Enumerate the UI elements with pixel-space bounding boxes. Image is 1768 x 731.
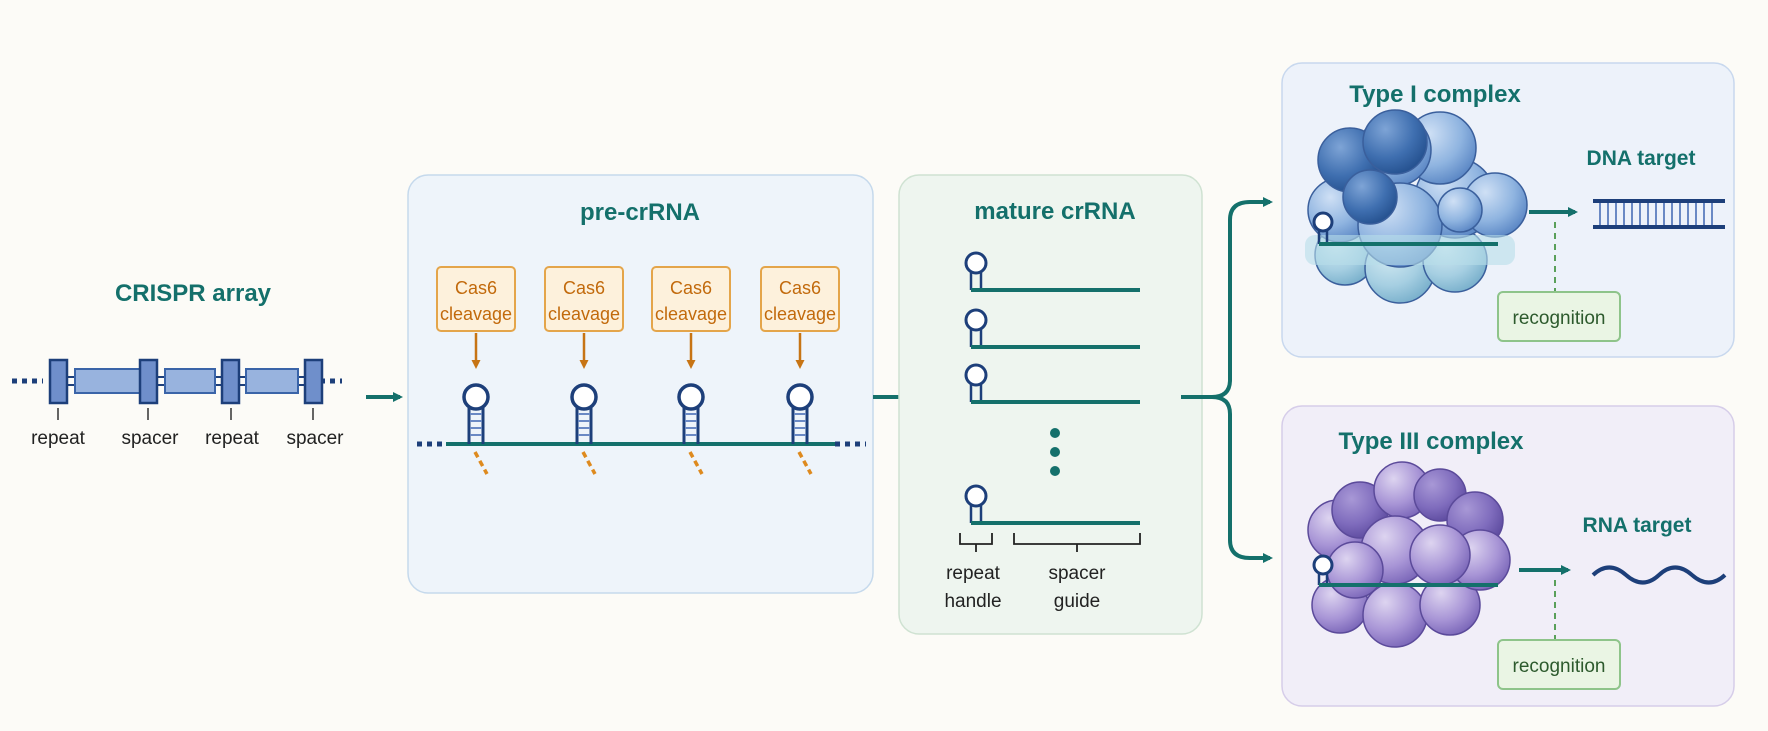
cas6-label: Cas6 cleavage <box>760 266 840 369</box>
dna-double-helix-icon <box>1593 199 1725 229</box>
type3-panel: Type III complex RNA target recognition <box>1281 405 1735 707</box>
cleavage-site <box>473 451 489 475</box>
repeat-handle-label: handle <box>944 591 1001 612</box>
svg-text:Cas6: Cas6 <box>670 278 712 298</box>
mature-crrna-panel: mature crRNA <box>898 174 1203 635</box>
spacer-guide-label: guide <box>1054 591 1101 612</box>
type3-title: Type III complex <box>1339 428 1525 455</box>
svg-text:Cas6: Cas6 <box>779 278 821 298</box>
array-label: spacer <box>121 428 179 449</box>
cleavage-site <box>797 451 813 475</box>
array-spacer-block <box>164 368 216 394</box>
hairpin <box>462 383 490 475</box>
ellipsis-dots <box>1050 428 1060 476</box>
hairpin <box>677 383 705 475</box>
repeat-handle-label: repeat <box>946 563 1001 584</box>
type1-panel: Type I complex DNA target <box>1281 62 1735 358</box>
type1-recognition-box <box>1497 291 1621 342</box>
pre-crrna-title: pre-crRNA <box>580 199 700 226</box>
cas6-label: Cas6 cleavage <box>651 266 731 369</box>
array-repeat-block <box>220 358 241 405</box>
mature-crrna-molecule <box>964 251 1140 292</box>
type1-target-label: DNA target <box>1587 147 1696 170</box>
array-repeat-block <box>48 358 69 405</box>
cleavage-site <box>688 451 704 475</box>
type3-target-label: RNA target <box>1583 514 1692 537</box>
array-label: repeat <box>205 428 260 449</box>
mature-crrna-molecule <box>964 308 1140 349</box>
hairpin <box>786 383 814 475</box>
svg-text:cleavage: cleavage <box>548 304 620 324</box>
svg-text:cleavage: cleavage <box>440 304 512 324</box>
mature-crrna-molecule <box>964 363 1140 404</box>
svg-text:cleavage: cleavage <box>764 304 836 324</box>
array-repeat-block <box>303 358 324 405</box>
array-spacer-block <box>245 368 299 394</box>
spacer-guide-label: spacer <box>1048 563 1106 584</box>
cleavage-site <box>581 451 597 475</box>
svg-text:Cas6: Cas6 <box>563 278 605 298</box>
rna-strand-icon <box>1591 565 1727 585</box>
array-label: repeat <box>31 428 86 449</box>
crispr-array-group: CRISPR array repeat spacer repeat spacer <box>12 280 344 449</box>
type1-title: Type I complex <box>1349 81 1521 108</box>
type1-recognition-label: recognition <box>1513 308 1606 329</box>
svg-text:cleavage: cleavage <box>655 304 727 324</box>
array-spacer-block <box>74 368 142 394</box>
cas6-label: Cas6 cleavage <box>544 266 624 369</box>
type3-recognition-box <box>1497 639 1621 690</box>
hairpin <box>570 383 598 475</box>
cas6-label: Cas6 cleavage <box>436 266 516 369</box>
mature-crrna-molecule <box>964 484 1140 525</box>
crispr-array-title: CRISPR array <box>115 280 272 307</box>
pre-crrna-panel: pre-crRNA <box>407 174 874 594</box>
arrow-to-type3 <box>1211 395 1273 563</box>
array-repeat-block <box>138 358 159 405</box>
type3-complex-icon <box>1307 461 1511 648</box>
mature-crrna-title: mature crRNA <box>974 198 1135 225</box>
type3-recognition-label: recognition <box>1513 656 1606 677</box>
array-label: spacer <box>286 428 344 449</box>
svg-text:Cas6: Cas6 <box>455 278 497 298</box>
pre-crrna-box <box>407 174 874 594</box>
